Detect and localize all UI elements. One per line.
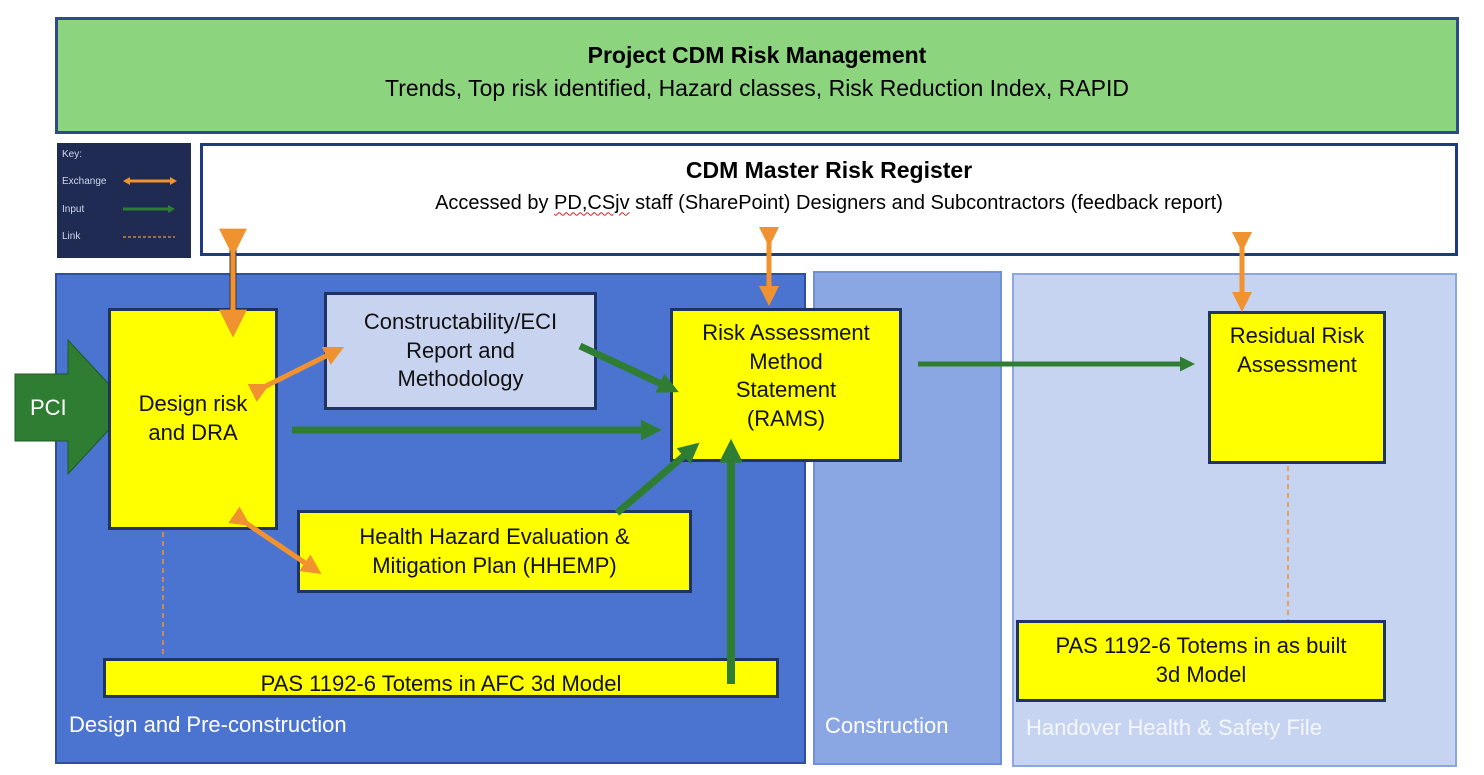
banner-title: Project CDM Risk Management bbox=[587, 41, 927, 68]
handover-phase-label: Handover Health & Safety File bbox=[1026, 715, 1322, 740]
box-line: PAS 1192-6 Totems in as built bbox=[1055, 633, 1347, 659]
register-subtitle-part: staff (SharePoint) Designers and Subcont… bbox=[629, 191, 1223, 214]
key-exchange-arrow-icon bbox=[123, 177, 177, 185]
banner-subtitle: Trends, Top risk identified, Hazard clas… bbox=[385, 74, 1129, 101]
legend-key: Key: Exchange Input Link bbox=[57, 143, 191, 258]
constructability-box: Constructability/ECI Report and Methodol… bbox=[324, 292, 597, 410]
box-line: Design risk bbox=[138, 391, 248, 417]
pci-label: PCI bbox=[30, 395, 67, 420]
asbuilt-model-box: PAS 1192-6 Totems in as built 3d Model bbox=[1016, 620, 1386, 702]
box-line: Methodology bbox=[397, 366, 524, 392]
register-subtitle: Accessed by PD,CSjv staff (SharePoint) D… bbox=[435, 192, 1223, 215]
box-line: Risk Assessment bbox=[702, 320, 870, 345]
exchange-design-constructability bbox=[247, 346, 345, 402]
key-input-label: Input bbox=[62, 204, 85, 215]
box-line: (RAMS) bbox=[746, 405, 826, 431]
key-title: Key: bbox=[62, 149, 83, 160]
residual-risk-box: Residual Risk Assessment bbox=[1208, 311, 1386, 464]
pci-arrow-icon bbox=[14, 338, 131, 476]
box-line: Constructability/ECI bbox=[363, 309, 558, 335]
key-link-label: Link bbox=[62, 231, 81, 242]
box-line: Report and bbox=[406, 337, 515, 363]
exchange-design-hhemp bbox=[228, 506, 322, 575]
input-constructability-rams bbox=[578, 342, 679, 393]
register-title: CDM Master Risk Register bbox=[685, 156, 973, 183]
box-line: and DRA bbox=[148, 420, 238, 445]
box-line: Method bbox=[749, 348, 823, 374]
construction-phase-label: Construction bbox=[825, 713, 949, 738]
key-input-arrow-icon bbox=[123, 205, 175, 213]
register-subtitle-flagged: PD,CSjv bbox=[554, 191, 630, 214]
box-line: 3d Model bbox=[1155, 662, 1247, 687]
register-subtitle-part: Accessed by bbox=[435, 191, 555, 214]
rams-box: Risk Assessment Method Statement (RAMS) bbox=[670, 308, 902, 462]
box-line: Statement bbox=[735, 377, 837, 403]
box-line: Health Hazard Evaluation & bbox=[359, 523, 630, 549]
input-hhemp-rams bbox=[614, 442, 700, 516]
box-line: Assessment bbox=[1237, 351, 1357, 377]
box-line: Residual Risk bbox=[1229, 323, 1365, 348]
box-line: Mitigation Plan (HHEMP) bbox=[372, 552, 617, 578]
design-phase-label: Design and Pre-construction bbox=[69, 712, 347, 737]
design-risk-box: Design risk and DRA bbox=[108, 308, 278, 530]
afc-model-box: PAS 1192-6 Totems in AFC 3d Model bbox=[103, 658, 779, 698]
key-symbols bbox=[123, 177, 177, 238]
box-line: PAS 1192-6 Totems in AFC 3d Model bbox=[260, 671, 622, 697]
risk-management-banner: Project CDM Risk Management Trends, Top … bbox=[55, 17, 1459, 134]
key-exchange-label: Exchange bbox=[62, 176, 107, 187]
